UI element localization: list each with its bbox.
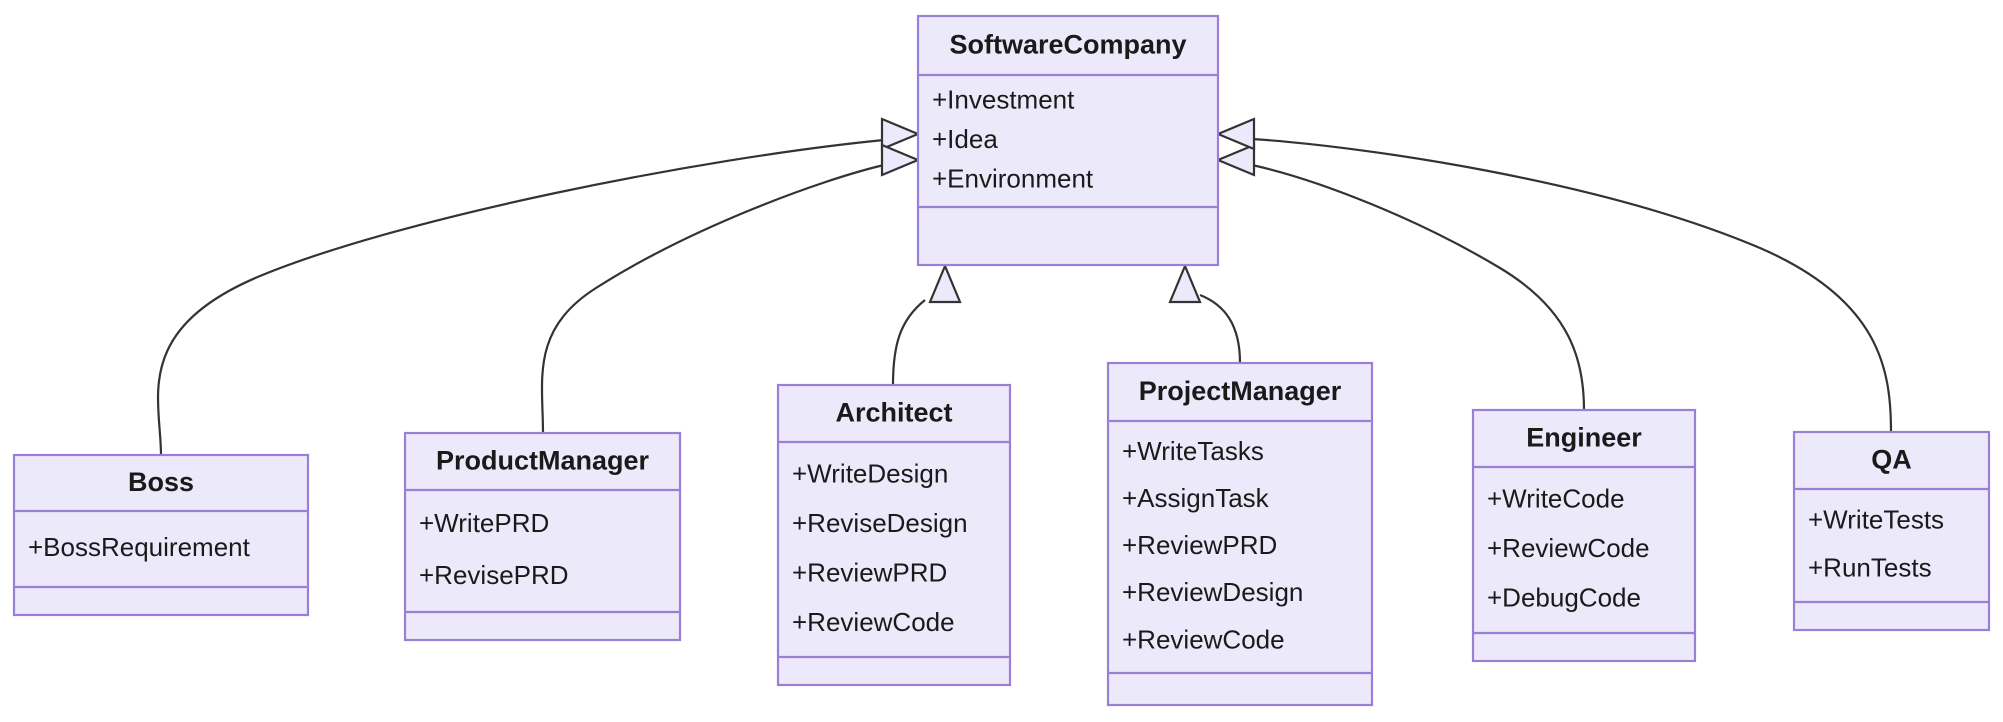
class-member-label: +WritePRD bbox=[419, 508, 549, 538]
class-box-architect[interactable]: Architect +WriteDesign +ReviseDesign +Revie… bbox=[776, 383, 1012, 687]
class-member-label: +RunTests bbox=[1808, 553, 1932, 583]
class-name-label: SoftwareCompany bbox=[949, 30, 1186, 60]
class-name-label: ProductManager bbox=[436, 446, 650, 476]
class-member-label: +WriteTests bbox=[1808, 505, 1944, 535]
inheritance-edge-architect-to-company bbox=[891, 263, 962, 386]
class-member-label: +DebugCode bbox=[1487, 583, 1641, 613]
generalization-arrowhead-icon bbox=[1215, 117, 1256, 151]
class-box-outline bbox=[403, 431, 682, 642]
class-box-software-company[interactable]: SoftwareCompany +Investment +Idea +Environm… bbox=[916, 14, 1220, 267]
generalization-arrowhead-icon bbox=[880, 143, 921, 177]
class-member-label: +ReviewPRD bbox=[792, 557, 947, 587]
edge-line bbox=[891, 299, 926, 386]
class-member-label: +Investment bbox=[932, 85, 1075, 115]
class-box-qa[interactable]: QA +WriteTests +RunTests bbox=[1792, 430, 1991, 632]
class-name-label: ProjectManager bbox=[1139, 376, 1342, 406]
class-member-label: +ReviewCode bbox=[792, 607, 955, 637]
class-member-label: +ReviewCode bbox=[1487, 533, 1650, 563]
class-box-outline bbox=[1792, 430, 1991, 632]
class-member-label: +RevisePRD bbox=[419, 560, 569, 590]
class-name-label: Engineer bbox=[1526, 423, 1642, 453]
class-name-label: Architect bbox=[835, 398, 952, 428]
edge-line bbox=[540, 163, 885, 434]
class-member-label: +Environment bbox=[932, 163, 1094, 193]
edge-line bbox=[1251, 163, 1586, 411]
relations-layer bbox=[156, 117, 1893, 456]
class-member-label: +WriteCode bbox=[1487, 484, 1625, 514]
generalization-arrowhead-icon bbox=[928, 263, 962, 304]
generalization-arrowhead-icon bbox=[1168, 263, 1202, 304]
class-member-label: +ReviewCode bbox=[1122, 624, 1285, 654]
class-box-engineer[interactable]: Engineer +WriteCode +ReviewCode +DebugCode bbox=[1471, 408, 1697, 663]
class-member-label: +WriteDesign bbox=[792, 458, 948, 488]
class-box-outline bbox=[916, 14, 1220, 267]
class-member-label: +ReviewDesign bbox=[1122, 577, 1303, 607]
class-member-label: +AssignTask bbox=[1122, 483, 1270, 513]
generalization-arrowhead-icon bbox=[880, 117, 921, 151]
class-box-product-manager[interactable]: ProductManager +WritePRD +RevisePRD bbox=[403, 431, 682, 642]
class-box-boss[interactable]: Boss +BossRequirement bbox=[12, 453, 310, 617]
class-member-label: +ReviseDesign bbox=[792, 508, 968, 538]
inheritance-edge-qa-to-company bbox=[1215, 117, 1893, 433]
class-member-label: +ReviewPRD bbox=[1122, 530, 1277, 560]
class-member-label: +Idea bbox=[932, 124, 998, 154]
class-member-label: +BossRequirement bbox=[28, 532, 251, 562]
class-name-label: QA bbox=[1871, 445, 1912, 475]
class-box-project-manager[interactable]: ProjectManager +WriteTasks +AssignTask +Rev… bbox=[1106, 361, 1374, 707]
inheritance-edge-engineer-to-company bbox=[1215, 143, 1586, 411]
edge-line bbox=[1199, 293, 1242, 364]
edge-line bbox=[1251, 137, 1893, 433]
edge-line bbox=[156, 138, 885, 456]
inheritance-edge-projectmanager-to-company bbox=[1168, 263, 1242, 364]
generalization-arrowhead-icon bbox=[1215, 143, 1256, 177]
class-box-outline bbox=[776, 383, 1012, 687]
inheritance-edge-boss-to-company bbox=[156, 117, 921, 456]
class-box-outline bbox=[1471, 408, 1697, 663]
classes-layer: SoftwareCompany +Investment +Idea +Environm… bbox=[12, 14, 1991, 707]
inheritance-edge-productmanager-to-company bbox=[540, 143, 921, 434]
class-box-outline bbox=[12, 453, 310, 617]
class-name-label: Boss bbox=[128, 467, 194, 497]
class-member-label: +WriteTasks bbox=[1122, 436, 1264, 466]
